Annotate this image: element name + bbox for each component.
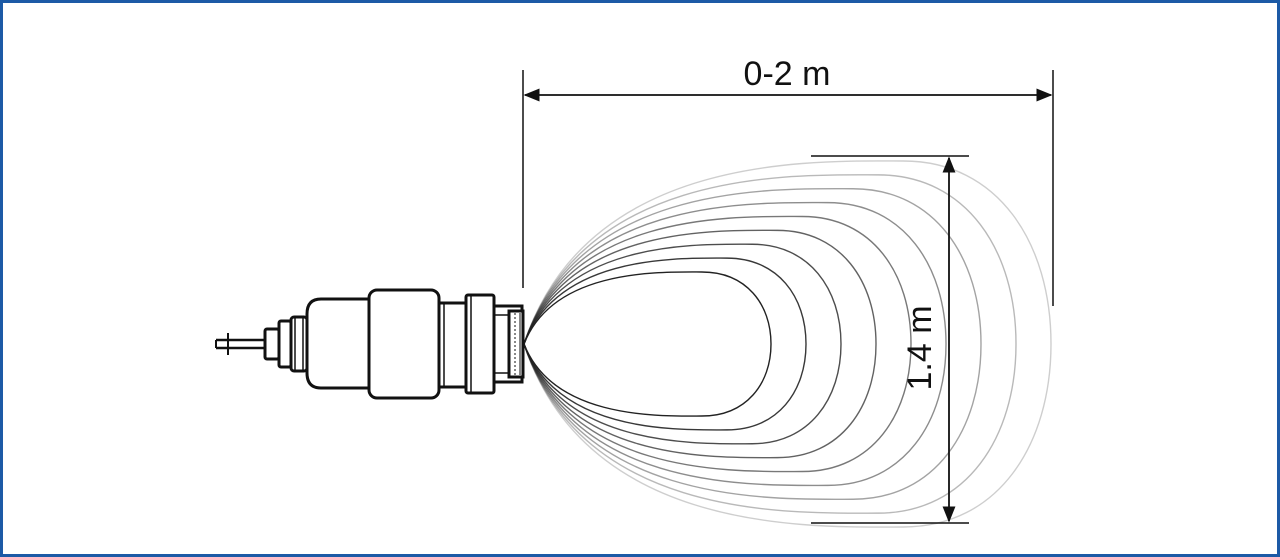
beam-lobe (523, 187, 982, 501)
beam-lobe (523, 229, 877, 459)
beam-lobe (523, 243, 842, 445)
beam-lobe (523, 271, 772, 417)
beam-lobe (523, 160, 1052, 528)
width-label: 1.4 m (901, 305, 939, 390)
beam-lobe (523, 201, 947, 487)
sensor-cable (215, 333, 265, 355)
transducer-face (507, 309, 525, 379)
cable-gland (263, 315, 309, 373)
housing-neck (437, 301, 468, 389)
beam-lobe (523, 257, 807, 431)
range-dimension: 0-2 m (522, 55, 1054, 306)
range-label: 0-2 m (744, 55, 831, 93)
beam-lobe (523, 174, 1017, 514)
sensor-beam-diagram: 0-2 m 1.4 m (215, 55, 1054, 528)
ultrasonic-sensor (215, 288, 525, 400)
main-housing (367, 288, 441, 400)
beam-lobe (523, 215, 912, 473)
rear-housing (305, 297, 375, 390)
width-dimension: 1.4 m (811, 155, 969, 524)
threaded-collar (464, 293, 496, 395)
beam-lobes (523, 160, 1052, 528)
